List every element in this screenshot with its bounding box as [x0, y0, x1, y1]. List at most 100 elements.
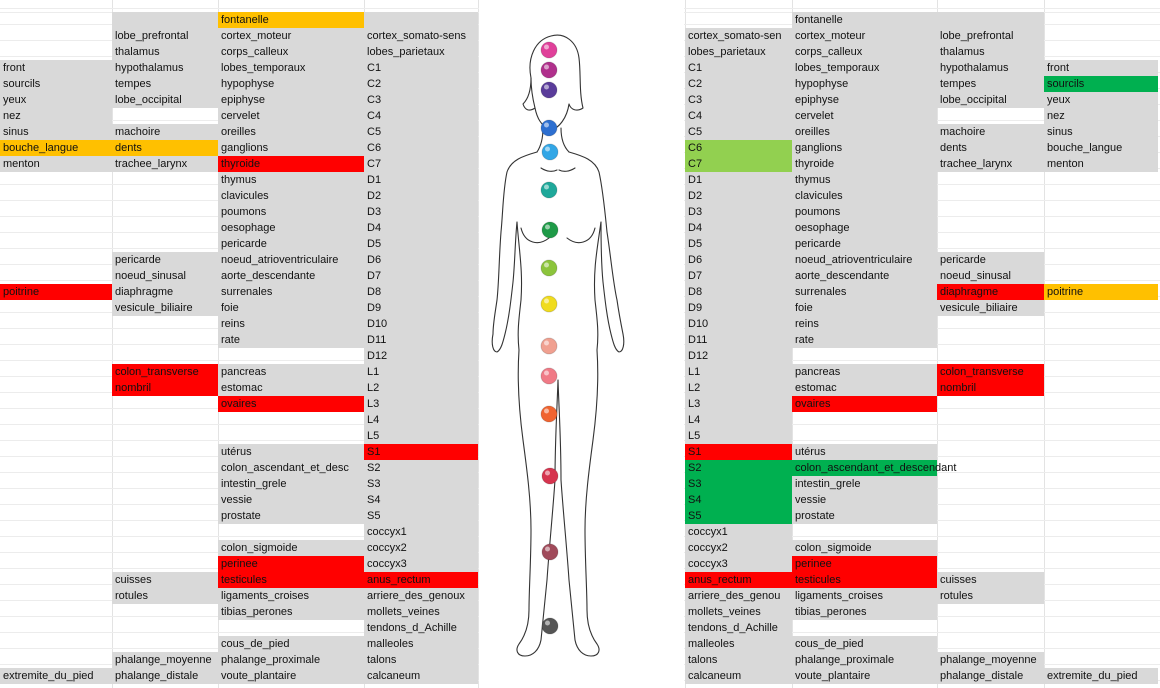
- cell-col4[interactable]: C5: [364, 124, 478, 140]
- cell-col3[interactable]: phalange_proximale: [218, 652, 364, 668]
- cell-col5[interactable]: C7: [685, 156, 792, 172]
- cell-col6[interactable]: lobes_temporaux: [792, 60, 937, 76]
- cell-col3[interactable]: pericarde: [218, 236, 364, 252]
- cell-col7[interactable]: nombril: [937, 380, 1044, 396]
- cell-col5[interactable]: coccyx1: [685, 524, 792, 540]
- cell-col7[interactable]: phalange_moyenne: [937, 652, 1044, 668]
- cell-col3[interactable]: foie: [218, 300, 364, 316]
- cell-col3[interactable]: thyroide: [218, 156, 364, 172]
- cell-col2[interactable]: trachee_larynx: [112, 156, 218, 172]
- cell-col5[interactable]: lobes_parietaux: [685, 44, 792, 60]
- cell-col5[interactable]: D12: [685, 348, 792, 364]
- cell-col7[interactable]: machoire: [937, 124, 1044, 140]
- cell-col4[interactable]: L2: [364, 380, 478, 396]
- cell-col6[interactable]: intestin_grele: [792, 476, 937, 492]
- cell-col5[interactable]: D1: [685, 172, 792, 188]
- cell-col4[interactable]: talons: [364, 652, 478, 668]
- cell-col7[interactable]: pericarde: [937, 252, 1044, 268]
- cell-col6[interactable]: oreilles: [792, 124, 937, 140]
- cell-col6[interactable]: oesophage: [792, 220, 937, 236]
- cell-col8[interactable]: yeux: [1044, 92, 1158, 108]
- cell-col7[interactable]: lobe_occipital: [937, 92, 1044, 108]
- cell-col4[interactable]: C3: [364, 92, 478, 108]
- cell-col2[interactable]: phalange_distale: [112, 668, 218, 684]
- cell-col8[interactable]: front: [1044, 60, 1158, 76]
- cell-col8[interactable]: sinus: [1044, 124, 1158, 140]
- cell-col6[interactable]: perinee: [792, 556, 937, 572]
- cell-col3[interactable]: reins: [218, 316, 364, 332]
- cell-col8[interactable]: nez: [1044, 108, 1158, 124]
- cell-col3[interactable]: fontanelle: [218, 12, 364, 28]
- cell-col7[interactable]: rotules: [937, 588, 1044, 604]
- cell-col8[interactable]: sourcils: [1044, 76, 1158, 92]
- cell-col5[interactable]: D3: [685, 204, 792, 220]
- cell-col5[interactable]: D8: [685, 284, 792, 300]
- cell-col4[interactable]: D4: [364, 220, 478, 236]
- cell-col3[interactable]: cortex_moteur: [218, 28, 364, 44]
- cell-col5[interactable]: calcaneum: [685, 668, 792, 684]
- cell-col4[interactable]: coccyx3: [364, 556, 478, 572]
- cell-col6[interactable]: phalange_proximale: [792, 652, 937, 668]
- cell-col3[interactable]: rate: [218, 332, 364, 348]
- cell-col7[interactable]: thalamus: [937, 44, 1044, 60]
- cell-col6[interactable]: clavicules: [792, 188, 937, 204]
- cell-col1[interactable]: bouche_langue: [0, 140, 112, 156]
- cell-col4[interactable]: D3: [364, 204, 478, 220]
- cell-col4[interactable]: D1: [364, 172, 478, 188]
- cell-col5[interactable]: D5: [685, 236, 792, 252]
- cell-col3[interactable]: clavicules: [218, 188, 364, 204]
- cell-col6[interactable]: ligaments_croises: [792, 588, 937, 604]
- cell-col6[interactable]: prostate: [792, 508, 937, 524]
- cell-col4[interactable]: S3: [364, 476, 478, 492]
- cell-col5[interactable]: D4: [685, 220, 792, 236]
- cell-col6[interactable]: voute_plantaire: [792, 668, 937, 684]
- cell-col2[interactable]: cuisses: [112, 572, 218, 588]
- cell-col4[interactable]: D11: [364, 332, 478, 348]
- cell-col6[interactable]: noeud_atrioventriculaire: [792, 252, 937, 268]
- cell-col8[interactable]: bouche_langue: [1044, 140, 1158, 156]
- cell-col5[interactable]: D11: [685, 332, 792, 348]
- cell-col4[interactable]: L3: [364, 396, 478, 412]
- cell-col3[interactable]: intestin_grele: [218, 476, 364, 492]
- cell-col3[interactable]: aorte_descendante: [218, 268, 364, 284]
- cell-col1[interactable]: menton: [0, 156, 112, 172]
- cell-col5[interactable]: C5: [685, 124, 792, 140]
- cell-col4[interactable]: C4: [364, 108, 478, 124]
- cell-col4[interactable]: L1: [364, 364, 478, 380]
- cell-col5[interactable]: L5: [685, 428, 792, 444]
- cell-col4[interactable]: anus_rectum: [364, 572, 478, 588]
- cell-col5[interactable]: coccyx2: [685, 540, 792, 556]
- cell-col4[interactable]: D9: [364, 300, 478, 316]
- cell-col5[interactable]: mollets_veines: [685, 604, 792, 620]
- cell-col5[interactable]: S2: [685, 460, 792, 476]
- cell-col5[interactable]: D9: [685, 300, 792, 316]
- cell-col2[interactable]: vesicule_biliaire: [112, 300, 218, 316]
- cell-col7[interactable]: cuisses: [937, 572, 1044, 588]
- cell-col3[interactable]: estomac: [218, 380, 364, 396]
- cell-col4[interactable]: S4: [364, 492, 478, 508]
- cell-col5[interactable]: S4: [685, 492, 792, 508]
- cell-col5[interactable]: C3: [685, 92, 792, 108]
- cell-col3[interactable]: hypophyse: [218, 76, 364, 92]
- cell-col3[interactable]: colon_sigmoide: [218, 540, 364, 556]
- cell-col6[interactable]: thymus: [792, 172, 937, 188]
- cell-col7[interactable]: vesicule_biliaire: [937, 300, 1044, 316]
- cell-col4[interactable]: S2: [364, 460, 478, 476]
- cell-col1[interactable]: yeux: [0, 92, 112, 108]
- cell-col3[interactable]: prostate: [218, 508, 364, 524]
- cell-col6[interactable]: epiphyse: [792, 92, 937, 108]
- cell-col4[interactable]: D7: [364, 268, 478, 284]
- cell-col4[interactable]: C1: [364, 60, 478, 76]
- cell-col4[interactable]: D2: [364, 188, 478, 204]
- cell-col3[interactable]: corps_calleux: [218, 44, 364, 60]
- cell-col5[interactable]: L1: [685, 364, 792, 380]
- cell-col2[interactable]: machoire: [112, 124, 218, 140]
- cell-col5[interactable]: D10: [685, 316, 792, 332]
- cell-col6[interactable]: foie: [792, 300, 937, 316]
- cell-col7[interactable]: tempes: [937, 76, 1044, 92]
- cell-col1[interactable]: extremite_du_pied: [0, 668, 112, 684]
- cell-col4[interactable]: D8: [364, 284, 478, 300]
- cell-col3[interactable]: cous_de_pied: [218, 636, 364, 652]
- cell-col5[interactable]: L2: [685, 380, 792, 396]
- cell-col3[interactable]: ovaires: [218, 396, 364, 412]
